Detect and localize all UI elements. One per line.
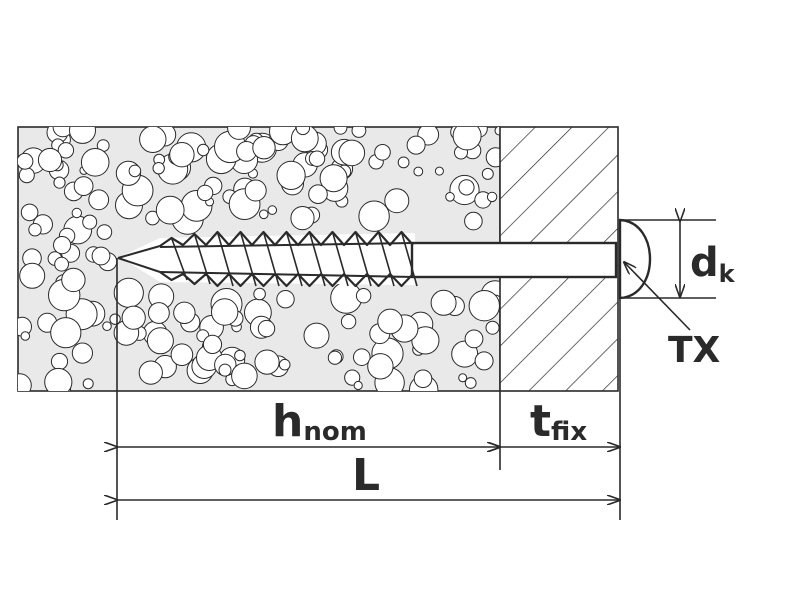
screw-head [618,218,652,300]
tx-label: TX [668,330,721,371]
screw [117,218,652,300]
aggregate-texture [18,127,500,391]
dimension-lines [117,220,716,520]
screw-shank [410,241,618,279]
tfix-label: tfix [530,396,587,447]
hnom-label: hnom [272,396,367,447]
screw-thread [159,230,418,288]
screw-tip [117,245,161,273]
tx-leader [624,262,691,331]
length-label: L [352,450,380,501]
dk-label: dk [690,240,736,288]
